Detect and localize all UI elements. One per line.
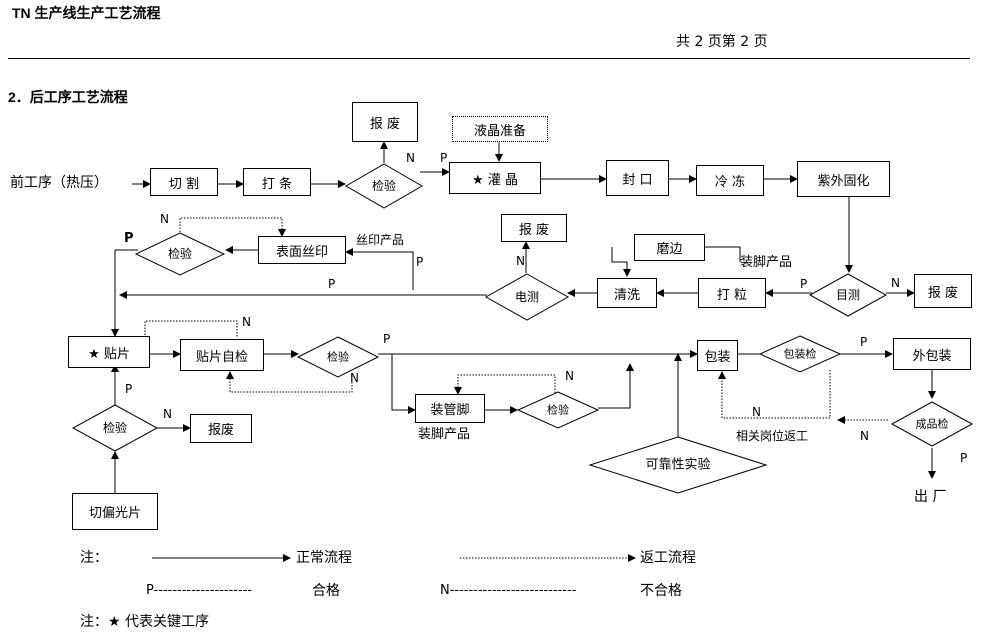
legend-fail-text: 不合格 xyxy=(640,583,682,599)
inspect-pin-diamond xyxy=(516,391,600,429)
n-label: N xyxy=(160,212,169,226)
freeze-box: 冷 冻 xyxy=(696,165,764,196)
legend-note2: 注：★ 代表关键工序 xyxy=(80,614,210,630)
scrap-visual-box: 报 废 xyxy=(914,274,972,308)
package-inspect-label: 包装检 xyxy=(783,347,817,361)
pin-product-label: 装脚产品 xyxy=(740,255,793,270)
legend-rework-flow: 返工流程 xyxy=(640,550,696,566)
inspect-silk-label: 检验 xyxy=(167,247,193,261)
elec-test-diamond xyxy=(484,273,570,321)
pin-mount-box: 装管脚 xyxy=(415,394,485,423)
attach-inspect-box: 贴片自检 xyxy=(180,339,264,371)
n-label: N xyxy=(350,371,359,385)
legend-normal-flow: 正常流程 xyxy=(296,550,352,566)
inspect-pin-label: 检验 xyxy=(547,403,569,417)
inspect-attach-label: 检验 xyxy=(327,350,349,364)
n-label: N xyxy=(406,151,415,165)
scrap-pol-box: 报废 xyxy=(190,414,252,443)
document-title: TN 生产线生产工艺流程 xyxy=(12,5,161,21)
p-label: P xyxy=(125,382,133,396)
elec-test-label: 电测 xyxy=(514,290,540,304)
n-label: N xyxy=(891,276,900,290)
visual-check-diamond xyxy=(808,273,888,317)
fill-box: ★ 灌 晶 xyxy=(449,162,541,194)
inspect1-label: 检验 xyxy=(371,179,397,193)
silk-print-box: 表面丝印 xyxy=(258,236,346,264)
scrap-elec-box: 报 废 xyxy=(501,214,567,242)
pre-process-label: 前工序（热压） xyxy=(10,175,108,191)
page-info: 共 2 页第 2 页 xyxy=(676,34,768,50)
cut-box: 切 割 xyxy=(150,168,218,196)
p-label: P xyxy=(328,277,336,291)
n-label: N xyxy=(163,407,172,421)
p-label: P xyxy=(416,255,424,269)
uv-cure-box: 紫外固化 xyxy=(797,161,890,197)
package-box: 包装 xyxy=(697,340,738,371)
reliability-diamond xyxy=(588,436,768,494)
clean-box: 清洗 xyxy=(597,278,657,308)
header-rule xyxy=(8,58,970,59)
legend-pass-line: P--------------------- xyxy=(146,583,253,598)
p-label: P xyxy=(124,231,134,246)
final-inspect-label: 成品检 xyxy=(915,417,949,431)
attach-box: ★ 贴片 xyxy=(68,336,150,368)
n-label: N xyxy=(242,315,251,329)
grind-box: 磨边 xyxy=(634,234,705,261)
p-label: P xyxy=(860,335,868,349)
inspect-attach-diamond xyxy=(296,336,380,378)
n-label: N xyxy=(565,369,574,383)
p-label: P xyxy=(383,332,391,346)
seal-box: 封 口 xyxy=(606,160,669,196)
outer-package-box: 外包装 xyxy=(893,338,971,370)
scrap1-box: 报 废 xyxy=(352,102,418,142)
p-label: P xyxy=(440,151,448,165)
silk-product-label: 丝印产品 xyxy=(356,233,405,247)
p-label: P xyxy=(960,451,968,465)
legend-note1: 注： xyxy=(80,550,108,566)
section-title: 2．后工序工艺流程 xyxy=(8,89,128,105)
final-inspect-diamond xyxy=(890,401,974,447)
ship-label: 出 厂 xyxy=(914,489,947,505)
strip-box: 打 条 xyxy=(243,168,311,196)
n-label: N xyxy=(516,254,525,268)
package-inspect-diamond xyxy=(758,335,842,373)
n-label: N xyxy=(860,429,869,443)
pin-mount-product-label: 装脚产品 xyxy=(418,427,471,442)
dot-box: 打 粒 xyxy=(698,278,766,308)
reliability-label: 可靠性实验 xyxy=(645,457,711,473)
p-label: P xyxy=(800,277,808,291)
inspect1-diamond xyxy=(345,163,423,209)
visual-check-label: 目测 xyxy=(835,288,861,302)
n-label: N xyxy=(752,405,761,419)
inspect-silk-diamond xyxy=(134,232,226,276)
lc-prep-box: 液晶准备 xyxy=(452,116,548,142)
inspect-pol-diamond xyxy=(71,404,159,452)
inspect-pol-label: 检验 xyxy=(102,421,128,435)
legend-fail-line: N--------------------------- xyxy=(440,583,577,598)
cut-polarizer-box: 切偏光片 xyxy=(72,493,158,530)
legend-pass-text: 合格 xyxy=(312,583,340,599)
rework-label: 相关岗位返工 xyxy=(736,429,809,443)
